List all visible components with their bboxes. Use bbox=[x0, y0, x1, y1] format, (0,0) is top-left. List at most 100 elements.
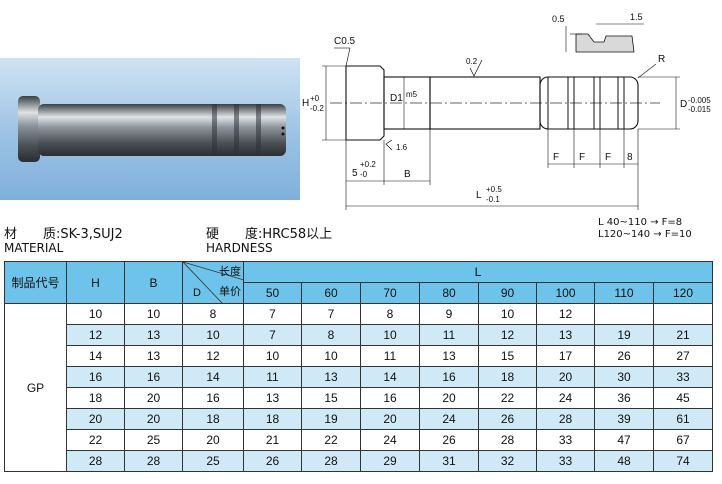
cell-h: 22 bbox=[66, 429, 125, 451]
d1-fit: m5 bbox=[406, 90, 418, 99]
roughness-bottom: 1.6 bbox=[396, 143, 408, 152]
price-cell: 10 bbox=[301, 345, 361, 367]
col-length-100: 100 bbox=[536, 282, 595, 304]
price-cell: 16 bbox=[419, 366, 479, 388]
price-cell: 45 bbox=[653, 387, 713, 409]
price-cell: 24 bbox=[536, 387, 595, 409]
price-cell: 20 bbox=[419, 387, 479, 409]
dim-l-lower: -0.1 bbox=[486, 195, 500, 204]
groove-spacing-rule: L 40~110 → F=8 L120~140 → F=10 bbox=[598, 217, 692, 241]
price-cell: 21 bbox=[653, 324, 713, 346]
price-cell: 12 bbox=[536, 303, 595, 325]
price-cell: 12 bbox=[478, 324, 537, 346]
price-cell: 13 bbox=[301, 366, 361, 388]
cell-b: 25 bbox=[124, 429, 183, 451]
price-cell: 16 bbox=[360, 387, 420, 409]
price-cell: 47 bbox=[594, 429, 654, 451]
price-cell: 26 bbox=[594, 345, 654, 367]
price-cell: 19 bbox=[594, 324, 654, 346]
cell-d: 25 bbox=[182, 450, 244, 472]
cell-b: 28 bbox=[124, 450, 183, 472]
price-cell: 7 bbox=[243, 324, 302, 346]
dim-b: B bbox=[404, 169, 411, 180]
price-cell: 24 bbox=[419, 408, 479, 430]
cell-d: 20 bbox=[182, 429, 244, 451]
material-cn: 材 质:SK-3,SUJ2 bbox=[4, 227, 123, 242]
d-tol-upper: -0.005 bbox=[688, 96, 711, 105]
price-cell: 10 bbox=[243, 345, 302, 367]
dim-l: L bbox=[476, 190, 482, 201]
hardness-cn: 硬 度:HRC58以上 bbox=[206, 227, 333, 242]
price-cell: 33 bbox=[536, 450, 595, 472]
price-cell: 13 bbox=[536, 324, 595, 346]
price-cell bbox=[653, 303, 713, 325]
col-length-120: 120 bbox=[653, 282, 713, 304]
price-cell: 29 bbox=[360, 450, 420, 472]
price-cell: 48 bbox=[594, 450, 654, 472]
price-cell: 33 bbox=[653, 366, 713, 388]
diagonal-header-cell: 长度 单价 D bbox=[182, 261, 244, 304]
guide-pin-illustration bbox=[18, 96, 286, 162]
rule-line-2: L120~140 → F=10 bbox=[598, 229, 692, 240]
price-cell: 18 bbox=[243, 408, 302, 430]
technical-drawing: H +0 -0.2 C0.5 D1 m5 0.2 1.6 R D -0.005 … bbox=[300, 0, 722, 222]
dim-l-upper: +0.5 bbox=[486, 185, 502, 194]
col-code-header: 制品代号 bbox=[4, 261, 67, 304]
cell-b: 20 bbox=[124, 408, 183, 430]
col-length-60: 60 bbox=[301, 282, 361, 304]
d1-label: D1 bbox=[390, 93, 403, 104]
cell-h: 16 bbox=[66, 366, 125, 388]
dim-5-lower: -0 bbox=[360, 170, 368, 179]
radius-label: R bbox=[658, 54, 665, 65]
price-cell: 74 bbox=[653, 450, 713, 472]
price-cell: 26 bbox=[419, 429, 479, 451]
price-cell: 9 bbox=[419, 303, 479, 325]
price-cell: 11 bbox=[243, 366, 302, 388]
price-cell: 33 bbox=[536, 429, 595, 451]
hardness-en: HARDNESS bbox=[206, 241, 273, 255]
cell-h: 12 bbox=[66, 324, 125, 346]
cell-d: 14 bbox=[182, 366, 244, 388]
price-cell: 30 bbox=[594, 366, 654, 388]
material-en: MATERIAL bbox=[4, 241, 64, 255]
dim-f-3: F bbox=[605, 152, 611, 163]
cell-d: 12 bbox=[182, 345, 244, 367]
h-tol-upper: +0 bbox=[310, 94, 320, 103]
dim-5: 5 bbox=[352, 168, 358, 179]
diag-length: 长度 bbox=[219, 266, 241, 278]
product-photo bbox=[0, 58, 300, 200]
price-cell: 10 bbox=[360, 324, 420, 346]
price-cell: 19 bbox=[301, 408, 361, 430]
price-cell: 7 bbox=[301, 303, 361, 325]
price-cell: 20 bbox=[536, 366, 595, 388]
price-cell: 27 bbox=[653, 345, 713, 367]
cell-b: 13 bbox=[124, 345, 183, 367]
h-tol-lower: -0.2 bbox=[310, 104, 324, 113]
dim-5-upper: +0.2 bbox=[360, 160, 376, 169]
cell-h: 28 bbox=[66, 450, 125, 472]
price-cell: 15 bbox=[301, 387, 361, 409]
chamfer-label: C0.5 bbox=[334, 36, 356, 47]
price-cell: 11 bbox=[419, 324, 479, 346]
cell-d: 18 bbox=[182, 408, 244, 430]
price-cell: 8 bbox=[360, 303, 420, 325]
price-cell: 22 bbox=[301, 429, 361, 451]
rule-line-1: L 40~110 → F=8 bbox=[598, 217, 683, 228]
diag-d: D bbox=[193, 287, 201, 299]
cell-h: 18 bbox=[66, 387, 125, 409]
cell-b: 13 bbox=[124, 324, 183, 346]
price-cell: 28 bbox=[478, 429, 537, 451]
price-cell: 22 bbox=[478, 387, 537, 409]
cell-h: 20 bbox=[66, 408, 125, 430]
price-cell: 10 bbox=[478, 303, 537, 325]
col-length-110: 110 bbox=[594, 282, 654, 304]
price-cell: 39 bbox=[594, 408, 654, 430]
roughness-top: 0.2 bbox=[466, 57, 478, 66]
